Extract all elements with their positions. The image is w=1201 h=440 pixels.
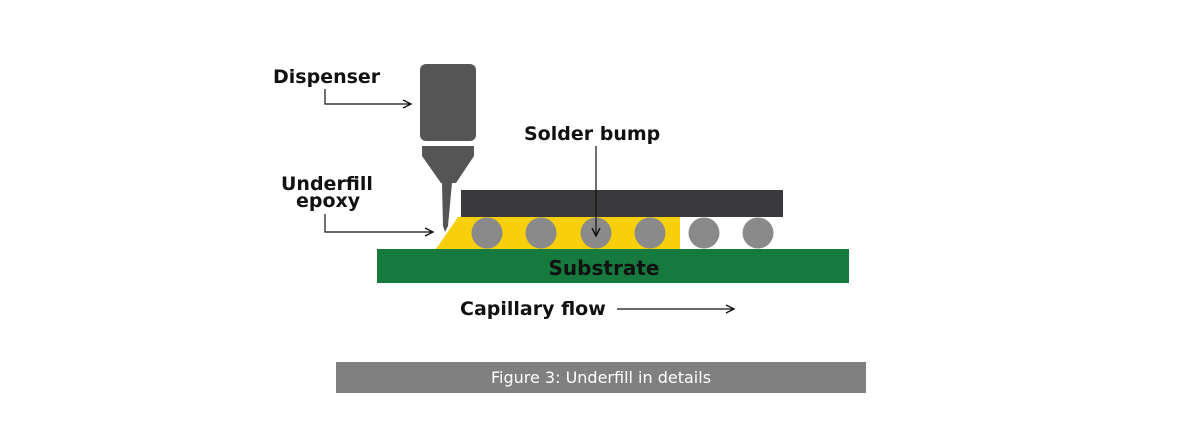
solder-bump-label: Solder bump <box>524 123 660 145</box>
solder-bump <box>471 217 503 249</box>
solder-bump <box>742 217 774 249</box>
dispenser-leader-arrow <box>324 89 411 104</box>
figure-caption: Figure 3: Underfill in details <box>491 368 711 387</box>
substrate-label: Substrate <box>549 256 660 280</box>
substrate-board <box>377 249 849 283</box>
dispenser-nozzle <box>422 146 474 183</box>
dispenser-label: Dispenser <box>273 66 381 88</box>
underfill-leader-arrow <box>324 214 433 232</box>
chip-die <box>461 190 783 217</box>
solder-bump <box>525 217 557 249</box>
capillary-flow-label: Capillary flow <box>460 298 606 320</box>
dispenser-needle <box>442 183 452 232</box>
underfill-label-line2: epoxy <box>296 190 361 212</box>
solder-bump <box>688 217 720 249</box>
dispenser-body <box>420 64 476 141</box>
caption-bar <box>336 362 866 393</box>
underfill-label-line1: Underfill <box>281 173 373 195</box>
solder-bump <box>634 217 666 249</box>
